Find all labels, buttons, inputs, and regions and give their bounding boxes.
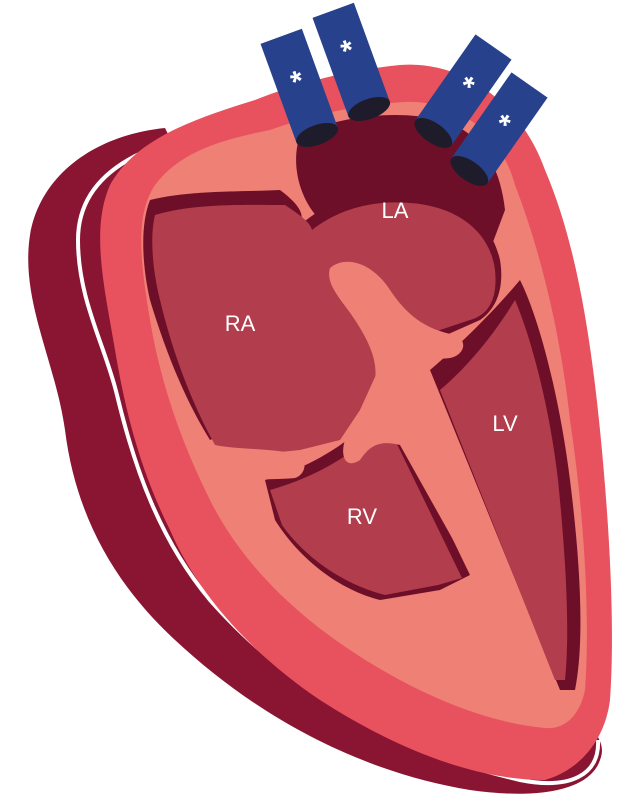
label-rv: RV bbox=[347, 504, 377, 529]
label-la: LA bbox=[382, 198, 409, 223]
label-ra: RA bbox=[225, 311, 256, 336]
label-lv: LV bbox=[492, 411, 518, 436]
